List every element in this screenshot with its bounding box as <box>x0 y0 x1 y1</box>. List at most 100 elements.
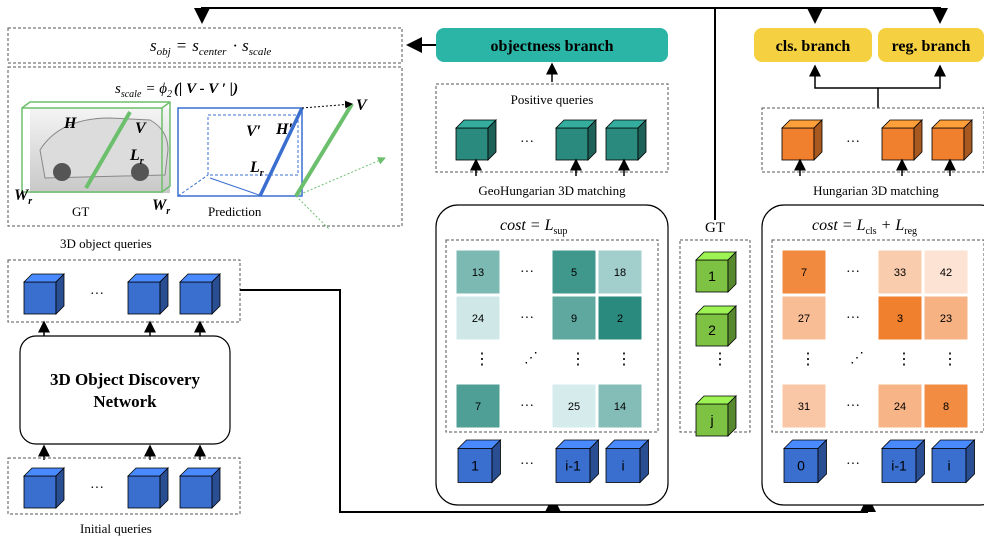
positive-query-cube <box>555 119 597 161</box>
object-query-cubes <box>23 273 221 315</box>
matrix-hdots: ··· <box>520 311 534 326</box>
gt-W-label: Wr <box>14 187 32 207</box>
cost-query-cube-label: i <box>947 458 950 474</box>
matrix-vdots: ⋮ <box>616 351 632 368</box>
matrix-cell-value: 2 <box>617 313 623 325</box>
matrix-cell <box>923 295 969 341</box>
matrix-cell-value: 9 <box>571 313 577 325</box>
object-queries-dots: ··· <box>90 287 104 302</box>
matrix-cell <box>781 295 827 341</box>
positive-queries-dots: ··· <box>520 135 534 150</box>
geo-matching-label: GeoHungarian 3D matching <box>478 183 626 198</box>
gt-cubes: 12j <box>695 251 737 437</box>
matrix-cell <box>455 383 501 429</box>
positive-query-cubes <box>455 119 647 161</box>
matrix-cell-value: 23 <box>940 313 952 325</box>
svg-text:sscale= ϕ2(| V - V ′ |): sscale= ϕ2(| V - V ′ |) <box>115 81 238 100</box>
cost-query-dots-left: ··· <box>520 457 534 472</box>
matrix-cell <box>781 383 827 429</box>
svg-text:sobj=scenter·sscale: sobj=scenter·sscale <box>150 36 271 58</box>
matrix-cell-value: 24 <box>472 313 484 325</box>
matrix-ddots: ⋰ <box>850 351 864 366</box>
network-to-queries-arrows <box>38 320 206 336</box>
matrix-cell <box>455 249 501 295</box>
cost-query-cube: i-1 <box>555 439 600 484</box>
matrix-vdots: ⋮ <box>474 351 490 368</box>
matrix-cell <box>923 249 969 295</box>
matrix-vdots: ⋮ <box>570 351 586 368</box>
matrix-cell-value: 5 <box>571 267 577 279</box>
initial-query-cubes <box>23 467 221 509</box>
objectness-branch: objectness branch <box>436 28 668 62</box>
matrix-cell-value: 13 <box>472 267 484 279</box>
cost-query-cube-label: i <box>621 458 624 474</box>
pred-H-label: H′ <box>275 121 293 138</box>
initial-to-network-arrows <box>38 444 206 460</box>
gt-vdots: ⋮ <box>712 351 728 368</box>
initial-queries-dots: ··· <box>90 481 104 496</box>
object-query-cube <box>23 273 65 315</box>
s-obj: s <box>150 36 157 55</box>
cost-query-dots-right: ··· <box>846 457 860 472</box>
matched-queries-box <box>761 107 984 173</box>
matrix-cell-value: 8 <box>943 401 949 413</box>
gt-cube-label: 1 <box>708 268 716 284</box>
cost-query-cube-label: i-1 <box>891 458 907 474</box>
objectness-branch-label: objectness branch <box>490 38 613 55</box>
pred-W-label: Wr <box>152 197 170 217</box>
network-label-line2: Network <box>93 392 157 411</box>
matrix-ddots: ⋰ <box>524 351 538 366</box>
cost-query-cube: 1 <box>457 439 502 484</box>
cls-branch: cls. branch <box>754 28 872 62</box>
gt-V-label: V <box>135 120 147 137</box>
matrix-cell <box>551 295 597 341</box>
matrix-cell <box>551 249 597 295</box>
matrix-cell <box>877 383 923 429</box>
reg-branch: reg. branch <box>878 28 984 62</box>
cost-query-cube: 0 <box>783 439 828 484</box>
initial-query-cube <box>179 467 221 509</box>
matrix-cell <box>597 249 643 295</box>
initial-queries-row <box>7 457 241 515</box>
matched-query-cube <box>781 119 823 161</box>
matrix-cell <box>597 295 643 341</box>
positive-query-cube <box>455 119 497 161</box>
scale-illustration-panel: sscale= ϕ2(| V - V ′ |) H V Lr Wr GT <box>7 66 403 231</box>
matching-to-branches-arrows <box>809 64 946 108</box>
cost-query-cube: i <box>931 439 976 484</box>
geo-matching-arrows <box>470 158 630 176</box>
gt-H-label: H <box>63 115 77 132</box>
matrix-hdots: ··· <box>520 265 534 280</box>
matrix-cell-value: 31 <box>798 401 810 413</box>
outer-V-label: V <box>356 97 368 114</box>
initial-queries-label: Initial queries <box>80 521 152 536</box>
matrix-hdots: ··· <box>846 265 860 280</box>
matrix-hdots: ··· <box>846 311 860 326</box>
gt-L-label: Lr <box>129 147 144 167</box>
cost-query-cube: i-1 <box>881 439 926 484</box>
matched-query-cubes <box>781 119 973 161</box>
positive-queries-label: Positive queries <box>511 92 594 107</box>
matched-queries-dots: ··· <box>846 135 860 150</box>
objectness-formula-box: sobj=scenter·sscale <box>7 27 403 64</box>
matrix-cell-value: 7 <box>801 267 807 279</box>
matrix-cell <box>877 249 923 295</box>
matrix-vdots: ⋮ <box>896 351 912 368</box>
cost-left-label: cost = Lsup <box>500 217 567 237</box>
gt-bounding-box: H V Lr Wr GT <box>14 101 171 219</box>
matrix-hdots: ··· <box>846 399 860 414</box>
matrix-cell <box>551 383 597 429</box>
cost-query-cube-label: i-1 <box>565 458 581 474</box>
matrix-cell <box>923 383 969 429</box>
hungarian-matching-arrows <box>794 158 956 176</box>
initial-query-cube <box>127 467 169 509</box>
matrix-cell-value: 7 <box>475 401 481 413</box>
cost-right-label: cost = Lcls + Lreg <box>812 217 917 237</box>
cost-query-cubes-left: 1 i-1 i ··· <box>457 439 650 484</box>
cost-query-cube-label: 0 <box>797 458 805 474</box>
positive-queries-box: Positive queries <box>435 83 669 173</box>
initial-query-cube <box>23 467 65 509</box>
